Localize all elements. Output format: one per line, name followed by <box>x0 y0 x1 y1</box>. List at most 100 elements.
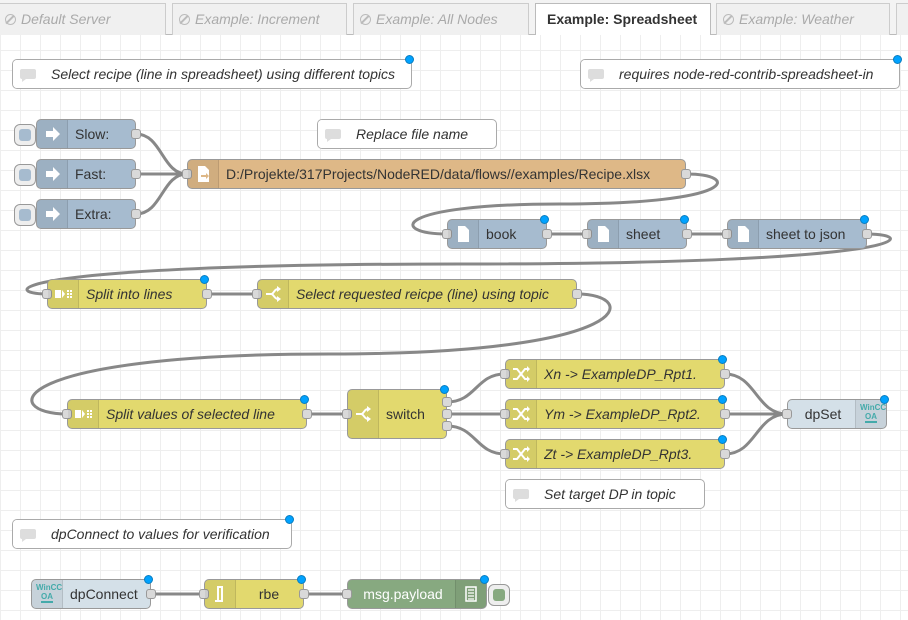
output-port[interactable] <box>202 289 212 299</box>
inject-button[interactable] <box>14 164 36 186</box>
output-port[interactable] <box>542 229 552 239</box>
output-port-1[interactable] <box>442 397 452 407</box>
input-port[interactable] <box>782 409 792 419</box>
tab-overflow[interactable] <box>896 3 908 35</box>
comment-label: Set target DP in topic <box>544 486 676 502</box>
flow-workspace[interactable]: Select recipe (line in spreadsheet) usin… <box>0 35 908 620</box>
change-node-zt[interactable]: Zt -> ExampleDP_Rpt3. <box>500 435 730 469</box>
input-port[interactable] <box>500 449 510 459</box>
switch-icon <box>258 280 289 308</box>
book-node[interactable]: book <box>442 215 552 249</box>
input-port[interactable] <box>722 229 732 239</box>
node-label: Split values of selected line <box>106 406 275 422</box>
node-label: Split into lines <box>86 286 173 302</box>
split-icon <box>48 280 79 308</box>
shuffle-icon <box>506 360 537 388</box>
change-node-ym[interactable]: Ym -> ExampleDP_Rpt2. <box>500 395 730 429</box>
output-port[interactable] <box>131 169 141 179</box>
rbe-icon <box>205 580 236 608</box>
tab-default-server[interactable]: Default Server <box>0 3 166 35</box>
input-port[interactable] <box>199 589 209 599</box>
output-port[interactable] <box>681 169 691 179</box>
output-port[interactable] <box>720 449 730 459</box>
node-label: Slow: <box>75 126 110 142</box>
inject-button[interactable] <box>14 124 36 146</box>
inject-node-slow[interactable]: Slow: <box>14 119 141 149</box>
node-label: rbe <box>258 586 280 602</box>
debug-list-icon <box>455 580 486 608</box>
input-port[interactable] <box>342 589 352 599</box>
comment-dpconnect-verify[interactable]: dpConnect to values for verification <box>12 515 294 549</box>
output-port[interactable] <box>302 409 312 419</box>
changed-indicator <box>297 575 306 584</box>
shuffle-icon <box>506 440 537 468</box>
input-port[interactable] <box>252 289 262 299</box>
output-port[interactable] <box>131 209 141 219</box>
input-port[interactable] <box>182 169 192 179</box>
output-port[interactable] <box>720 409 730 419</box>
comment-label: requires node-red-contrib-spreadsheet-in <box>619 66 874 82</box>
output-port[interactable] <box>862 229 872 239</box>
tab-example-increment[interactable]: Example: Increment <box>172 3 347 35</box>
changed-indicator <box>144 575 153 584</box>
debug-toggle-button[interactable] <box>488 584 510 606</box>
changed-indicator <box>893 55 902 64</box>
comment-icon <box>506 480 536 508</box>
output-port[interactable] <box>572 289 582 299</box>
input-port[interactable] <box>582 229 592 239</box>
comment-replace-file[interactable]: Replace file name <box>317 119 497 149</box>
switch-node[interactable]: switch <box>342 385 452 439</box>
split-into-lines-node[interactable]: Split into lines <box>42 275 212 309</box>
inject-button[interactable] <box>14 204 36 226</box>
tab-example-weather[interactable]: Example: Weather <box>716 3 890 35</box>
input-port[interactable] <box>342 409 352 419</box>
output-port-2[interactable] <box>442 409 452 419</box>
sheet-node[interactable]: sheet <box>582 215 692 249</box>
input-port[interactable] <box>500 409 510 419</box>
changed-indicator <box>440 385 449 394</box>
comment-label: Select recipe (line in spreadsheet) usin… <box>51 66 395 82</box>
comment-set-target[interactable]: Set target DP in topic <box>505 479 705 509</box>
changed-indicator <box>300 395 309 404</box>
tab-bar: Default Server Example: Increment Exampl… <box>0 0 908 36</box>
changed-indicator <box>480 575 489 584</box>
input-port[interactable] <box>442 229 452 239</box>
output-port[interactable] <box>720 369 730 379</box>
comment-label: dpConnect to values for verification <box>51 526 270 542</box>
changed-indicator <box>880 395 889 404</box>
change-node-xn[interactable]: Xn -> ExampleDP_Rpt1. <box>500 355 730 389</box>
file-in-node[interactable]: D:/Projekte/317Projects/NodeRED/data/flo… <box>182 159 691 189</box>
input-port[interactable] <box>500 369 510 379</box>
node-label: Xn -> ExampleDP_Rpt1. <box>544 366 697 382</box>
sheet-to-json-node[interactable]: sheet to json <box>722 215 872 249</box>
split-values-node[interactable]: Split values of selected line <box>62 395 312 429</box>
input-port[interactable] <box>62 409 72 419</box>
node-label: book <box>486 226 517 242</box>
node-label: Extra: <box>75 206 112 222</box>
comment-icon <box>318 120 348 148</box>
input-port[interactable] <box>42 289 52 299</box>
debug-node[interactable]: msg.payload <box>342 575 510 609</box>
inject-node-extra[interactable]: Extra: <box>14 199 141 229</box>
output-port[interactable] <box>131 129 141 139</box>
output-port-3[interactable] <box>442 421 452 431</box>
comment-select-recipe[interactable]: Select recipe (line in spreadsheet) usin… <box>12 55 414 89</box>
select-recipe-switch-node[interactable]: Select requested reicpe (line) using top… <box>252 279 582 309</box>
rbe-node[interactable]: rbe <box>199 575 309 609</box>
node-label: Ym -> ExampleDP_Rpt2. <box>544 406 701 422</box>
output-port[interactable] <box>146 589 156 599</box>
output-port[interactable] <box>682 229 692 239</box>
wires <box>25 132 892 596</box>
node-label: Zt -> ExampleDP_Rpt3. <box>544 446 693 462</box>
tab-example-spreadsheet[interactable]: Example: Spreadsheet <box>535 3 711 36</box>
tab-example-all-nodes[interactable]: Example: All Nodes <box>353 3 529 35</box>
comment-requires[interactable]: requires node-red-contrib-spreadsheet-in <box>580 55 902 89</box>
output-port[interactable] <box>299 589 309 599</box>
split-icon <box>68 400 99 428</box>
document-icon <box>448 220 479 248</box>
inject-node-fast[interactable]: Fast: <box>14 159 141 189</box>
